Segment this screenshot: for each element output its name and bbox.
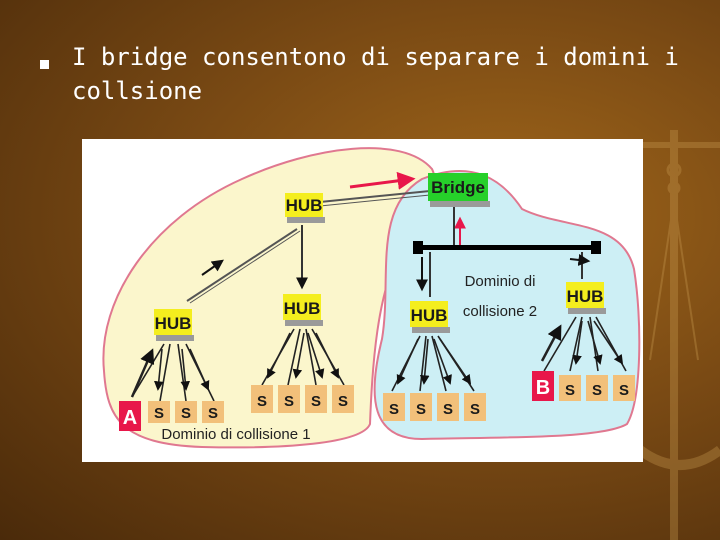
bus-terminator-right bbox=[591, 241, 601, 254]
hub-mid2-shadow bbox=[412, 327, 450, 333]
hub-right-box bbox=[566, 282, 604, 308]
station-d1-mid-1: S bbox=[251, 385, 273, 413]
frame-arrow-to-bridge bbox=[349, 171, 416, 190]
hub-mid1-shadow bbox=[285, 320, 323, 326]
link-hub-top-to-bridge bbox=[319, 190, 431, 203]
hub-left-shadow bbox=[156, 335, 194, 341]
links-hub-left bbox=[130, 343, 215, 402]
domain-2-label-line2: collisione 2 bbox=[463, 303, 537, 320]
svg-text:S: S bbox=[284, 393, 294, 410]
frame-arrow-bus-right bbox=[569, 253, 591, 266]
bridge-box bbox=[428, 173, 488, 201]
hub-top-label: HUB bbox=[286, 196, 323, 215]
station-d2-right-2: S bbox=[586, 375, 608, 401]
bridge-shadow bbox=[430, 201, 490, 207]
host-b-box bbox=[532, 371, 554, 401]
station-d2-right-1: S bbox=[559, 375, 581, 401]
svg-text:S: S bbox=[208, 405, 218, 422]
hub-mid1-box bbox=[283, 294, 321, 320]
station-d1-mid-4: S bbox=[332, 385, 354, 413]
hub-left-label: HUB bbox=[155, 314, 192, 333]
station-d2-mid-2: S bbox=[410, 393, 432, 421]
station-d1-left-1: S bbox=[148, 401, 170, 423]
station-d1-mid-2: S bbox=[278, 385, 300, 413]
svg-text:S: S bbox=[311, 393, 321, 410]
bullet-marker bbox=[40, 60, 49, 69]
svg-text:S: S bbox=[619, 382, 629, 399]
svg-text:S: S bbox=[592, 382, 602, 399]
hub-top-box bbox=[285, 193, 323, 217]
svg-text:S: S bbox=[338, 393, 348, 410]
bridge-label: Bridge bbox=[431, 178, 485, 197]
link-hub-left-to-hub-top-shadow bbox=[189, 230, 301, 304]
link-hub-left-to-hub-top bbox=[186, 228, 298, 302]
station-d1-left-3: S bbox=[202, 401, 224, 423]
host-a-label: A bbox=[123, 407, 137, 429]
hub-right-label: HUB bbox=[567, 287, 604, 306]
links-hub-mid1 bbox=[261, 328, 345, 386]
host-b-label: B bbox=[536, 377, 550, 399]
svg-text:S: S bbox=[257, 393, 267, 410]
hub-mid2-box bbox=[410, 301, 448, 327]
bus-line bbox=[417, 245, 597, 250]
svg-text:S: S bbox=[389, 401, 399, 418]
station-d1-mid-3: S bbox=[305, 385, 327, 413]
hub-right-shadow bbox=[568, 308, 606, 314]
svg-text:S: S bbox=[416, 401, 426, 418]
domain-1-label: Dominio di collisione 1 bbox=[161, 426, 310, 443]
svg-text:S: S bbox=[565, 382, 575, 399]
links-hub-right bbox=[540, 316, 627, 372]
links-hub-mid2 bbox=[391, 335, 475, 392]
station-d2-mid-1: S bbox=[383, 393, 405, 421]
station-d1-left-2: S bbox=[175, 401, 197, 423]
domain-2-label-line1: Dominio di bbox=[465, 273, 536, 290]
bullet-text: I bridge consentono di separare i domini… bbox=[72, 43, 679, 105]
station-d2-mid-3: S bbox=[437, 393, 459, 421]
bus-terminator-left bbox=[413, 241, 423, 254]
svg-text:S: S bbox=[443, 401, 453, 418]
station-d2-right-3: S bbox=[613, 375, 635, 401]
hub-left-box bbox=[154, 309, 192, 335]
frame-arrow-hub-left bbox=[201, 259, 224, 276]
station-d2-mid-4: S bbox=[464, 393, 486, 421]
scale-decoration bbox=[640, 130, 720, 540]
link-hub-top-to-bridge-shadow bbox=[319, 194, 431, 207]
hub-mid2-label: HUB bbox=[411, 306, 448, 325]
svg-text:S: S bbox=[154, 405, 164, 422]
hub-top-shadow bbox=[287, 217, 325, 223]
host-a-box bbox=[119, 401, 141, 431]
svg-text:S: S bbox=[470, 401, 480, 418]
network-diagram: HUB Bridge Dominio di collisione 2 HUB H… bbox=[82, 139, 643, 462]
hub-mid1-label: HUB bbox=[284, 299, 321, 318]
svg-text:S: S bbox=[181, 405, 191, 422]
